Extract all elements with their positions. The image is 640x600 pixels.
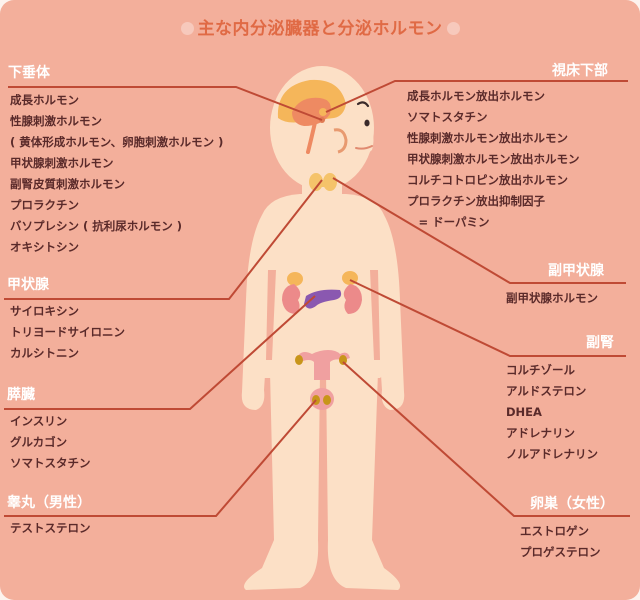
- heading-thyroid: 甲状腺: [7, 277, 49, 293]
- hormone-item: カルシトニン: [10, 346, 79, 360]
- title-dot-left-icon: [180, 22, 194, 35]
- hormone-item: エストロゲン: [520, 524, 589, 538]
- eye-icon: [364, 119, 370, 127]
- hormone-list-adrenal: コルチゾール アルドステロン DHEA アドレナリン ノルアドレナリン: [506, 360, 598, 465]
- hormone-list-testis: テストステロン: [10, 518, 91, 539]
- eyebrow-icon: [356, 101, 370, 108]
- heading-hypothalamus: 視床下部: [552, 63, 608, 79]
- mouth-icon: [355, 145, 373, 150]
- heading-pituitary: 下垂体: [8, 65, 50, 81]
- leader-line-parathyroid: [332, 177, 626, 284]
- kidneys-icon: [282, 271, 362, 314]
- title-dot-right-icon: [446, 22, 460, 35]
- hormone-item: テストステロン: [10, 521, 91, 535]
- hormone-item: プロラクチン放出抑制因子: [407, 194, 545, 208]
- hormone-item: 副腎皮質刺激ホルモン: [10, 177, 125, 191]
- hormone-item: バソプレシン ( 抗利尿ホルモン ): [10, 219, 183, 233]
- leader-line-hypothalamus: [325, 80, 628, 113]
- leader-lines: [4, 80, 630, 517]
- leader-line-thyroid: [4, 179, 323, 300]
- body-silhouette: [241, 66, 405, 590]
- hormone-item: コルチゾール: [506, 363, 575, 377]
- hormone-item: ソマトスタチン: [407, 110, 488, 124]
- heading-pancreas: 膵臓: [7, 387, 35, 403]
- pancreas-icon: [304, 289, 342, 309]
- heading-ovary: 卵巣（女性）: [530, 496, 614, 512]
- hormone-item: 性腺刺激ホルモン放出ホルモン: [407, 131, 568, 145]
- hormone-item: アルドステロン: [506, 384, 587, 398]
- title-text: 主な内分泌臓器と分泌ホルモン: [197, 19, 443, 39]
- hormone-item: インスリン: [10, 414, 68, 428]
- hormone-list-ovary: エストロゲン プロゲステロン: [520, 521, 601, 563]
- hormone-item: 甲状腺刺激ホルモン: [10, 156, 114, 170]
- hormone-item: DHEA: [506, 405, 542, 419]
- heading-parathyroid: 副甲状腺: [548, 263, 604, 279]
- hormone-item: プロラクチン: [10, 198, 79, 212]
- hormone-list-parathyroid: 副甲状腺ホルモン: [506, 288, 598, 309]
- leader-line-adrenal: [349, 279, 626, 357]
- diagram-title: 主な内分泌臓器と分泌ホルモン: [0, 14, 640, 39]
- hormone-item: コルチコトロピン放出ホルモン: [407, 173, 568, 187]
- leader-line-pituitary: [8, 86, 323, 121]
- leader-line-pancreas: [4, 295, 316, 410]
- hormone-item: ( 黄体形成ホルモン、卵胞刺激ホルモン ): [10, 135, 224, 149]
- ear-icon: [333, 128, 348, 154]
- hormone-item: 成長ホルモン放出ホルモン: [407, 89, 545, 103]
- testes-icon: [310, 388, 334, 410]
- hormone-list-hypothalamus: 成長ホルモン放出ホルモン ソマトスタチン 性腺刺激ホルモン放出ホルモン 甲状腺刺…: [407, 86, 580, 233]
- hormone-item: 甲状腺刺激ホルモン放出ホルモン: [407, 152, 580, 166]
- hormone-item: ノルアドレナリン: [506, 447, 598, 461]
- hormone-list-thyroid: サイロキシン トリヨードサイロニン カルシトニン: [10, 301, 125, 364]
- hormone-list-pancreas: インスリン グルカゴン ソマトスタチン: [10, 411, 91, 474]
- heading-testis: 睾丸（男性）: [7, 495, 91, 511]
- hormone-item: 副甲状腺ホルモン: [506, 291, 598, 305]
- heading-adrenal: 副腎: [586, 335, 614, 351]
- hormone-item: サイロキシン: [10, 304, 79, 318]
- leader-line-ovary: [342, 361, 630, 517]
- hormone-item: アドレナリン: [506, 426, 575, 440]
- hormone-item: グルカゴン: [10, 435, 68, 449]
- leader-line-testis: [4, 399, 317, 517]
- hormone-list-pituitary: 成長ホルモン 性腺刺激ホルモン ( 黄体形成ホルモン、卵胞刺激ホルモン ) 甲状…: [10, 90, 223, 258]
- hormone-item: オキシトシン: [10, 240, 79, 254]
- hormone-item: = ドーパミン: [407, 215, 490, 229]
- hormone-item: 性腺刺激ホルモン: [10, 114, 102, 128]
- hormone-item: トリヨードサイロニン: [10, 325, 125, 339]
- hormone-item: プロゲステロン: [520, 545, 601, 559]
- hormone-item: ソマトスタチン: [10, 456, 91, 470]
- hormone-item: 成長ホルモン: [10, 93, 79, 107]
